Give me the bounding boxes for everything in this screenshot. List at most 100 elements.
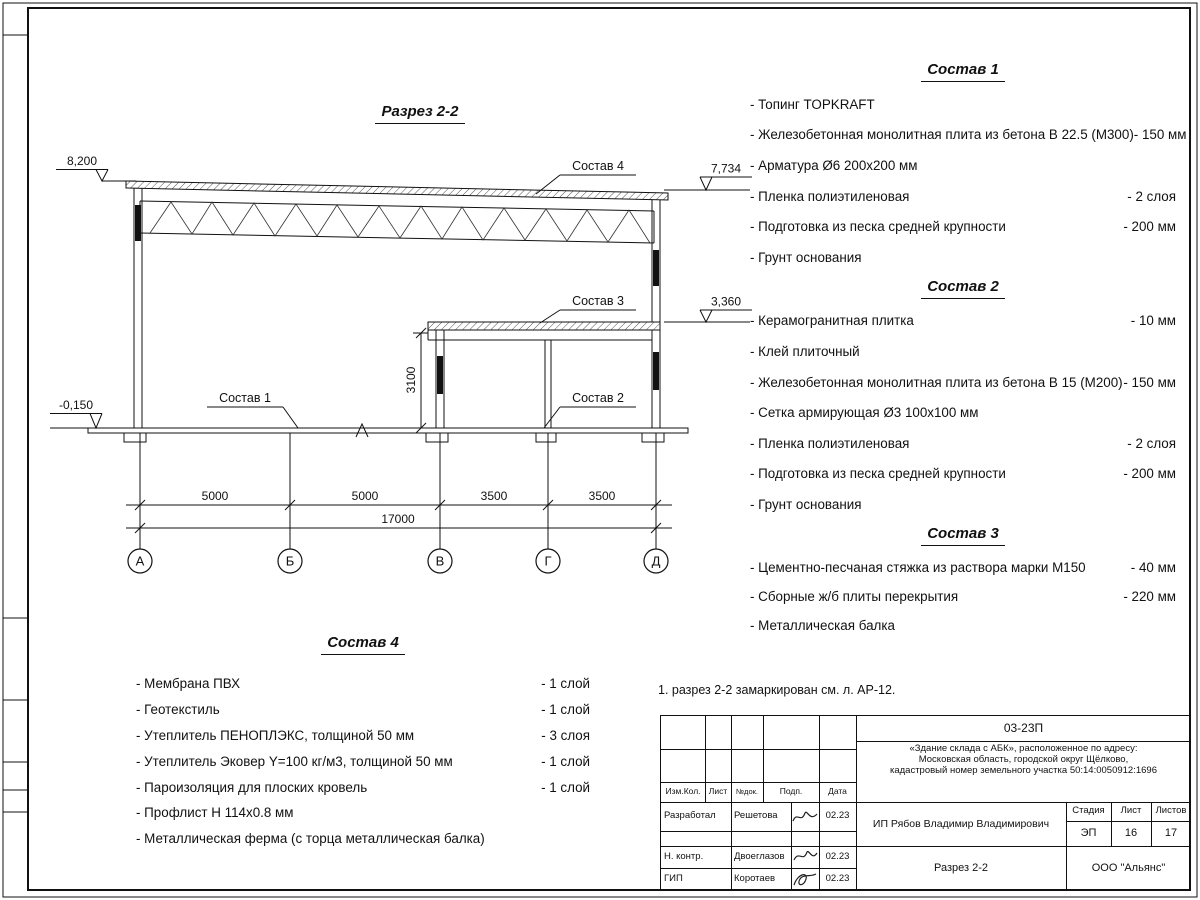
mezzanine-slab (427, 321, 661, 341)
callout-sostav2: Состав 2 (543, 391, 636, 429)
callout-sostav4: Состав 4 (535, 159, 636, 195)
dimension-value: 5000 (352, 489, 379, 503)
composition-panel: Состав 1 - Топинг TOPKRAFT - Железобетон… (750, 56, 1186, 640)
signature-gip (791, 868, 819, 891)
customer-name: ИП Рябов Владимир Владимирович (872, 817, 1050, 830)
list-item: - Топинг TOPKRAFT (750, 89, 1176, 120)
list-item: - Утеплитель Эковер Y=100 кг/м3, толщино… (136, 748, 590, 774)
item-label: - Цементно-песчаная стяжка из раствора м… (750, 559, 1086, 575)
elevation-mark-8200: 8,200 (56, 154, 136, 183)
list-item: - Пароизоляция для плоских кровель- 1 сл… (136, 774, 590, 800)
steel-column-mark (437, 356, 443, 394)
list-item: - Сборные ж/б плиты перекрытия- 220 мм (750, 582, 1176, 611)
name-razrabotal: Решетова (734, 810, 778, 822)
dimension-value: 3500 (481, 489, 508, 503)
callout-label: Состав 1 (219, 391, 271, 405)
item-label: - Утеплитель ПЕНОПЛЭКС, толщиной 50 мм (136, 727, 415, 743)
composition4-block: Состав 4 - Мембрана ПВХ- 1 слой - Геотек… (136, 634, 590, 852)
item-value: - 200 мм (1123, 219, 1176, 235)
axis-label: Г (544, 554, 551, 569)
comp2-heading: Состав 2 (750, 278, 1176, 299)
list-item: - Геотекстиль- 1 слой (136, 697, 590, 723)
list-item: - Железобетонная монолитная плита из бет… (750, 367, 1176, 398)
list-item: - Утеплитель ПЕНОПЛЭКС, толщиной 50 мм- … (136, 723, 590, 749)
object-line-2: Московская область, городской округ Щёлк… (918, 753, 1129, 765)
comp1-list: - Топинг TOPKRAFT - Железобетонная монол… (750, 89, 1186, 273)
callout-sostav1: Состав 1 (207, 391, 299, 429)
col-header-podp: Подп. (779, 786, 803, 797)
item-value: - 40 мм (1130, 559, 1176, 575)
dimensions: 5000 5000 3500 3500 17000 3100 (126, 327, 672, 549)
composition-callouts: Состав 4 Состав 3 Состав 2 Состав 1 (207, 159, 636, 429)
item-label: - Металлическая балка (750, 617, 895, 633)
elevation-mark-7734: 7,734 (664, 162, 752, 192)
comp1-heading: Состав 1 (750, 61, 1176, 82)
item-label: - Топинг TOPKRAFT (750, 96, 875, 112)
sheet-label: Лист (1120, 805, 1142, 817)
role-razrabotal: Разработал (664, 810, 716, 822)
elevation-value: 7,734 (711, 162, 741, 176)
item-label: - Сборные ж/б плиты перекрытия (750, 588, 959, 604)
organization-name: ООО "Альянс" (1091, 862, 1166, 875)
axis-bubbles: А Б В Г Д (127, 548, 669, 574)
comp3-list: - Цементно-песчаная стяжка из раствора м… (750, 553, 1176, 640)
object-line-1: «Здание склада с АБК», расположенное по … (909, 743, 1138, 754)
elevation-mark-3360: 3,360 (664, 295, 752, 324)
item-label: - Железобетонная монолитная плита из бет… (750, 374, 1123, 390)
item-value: - 1 слой (541, 779, 590, 795)
list-item: - Железобетонная монолитная плита из бет… (750, 120, 1186, 151)
comp4-heading: Состав 4 (136, 634, 590, 655)
role-nkontr: Н. контр. (664, 850, 704, 862)
elevation-value: -0,150 (59, 398, 93, 412)
roof-slab (125, 180, 669, 201)
signature-nkontr (791, 846, 819, 868)
col-header-izm: Изм.Кол. (665, 786, 701, 797)
list-item: - Пленка полиэтиленовая- 2 слоя (750, 181, 1176, 212)
axis-label: Б (286, 554, 295, 569)
roof-truss (139, 200, 655, 244)
sheet-note: 1. разрез 2-2 замаркирован см. л. АР-12. (658, 683, 896, 697)
date-nkontr: 02.23 (825, 850, 850, 862)
item-label: - Керамогранитная плитка (750, 313, 914, 329)
steel-column-mark (653, 352, 659, 390)
axis-label: Д (652, 554, 661, 569)
callout-label: Состав 4 (572, 159, 624, 173)
item-label: - Утеплитель Эковер Y=100 кг/м3, толщино… (136, 753, 453, 769)
dimension-value: 17000 (381, 512, 415, 526)
object-description: «Здание склада с АБК», расположенное по … (856, 741, 1191, 802)
item-label: - Арматура Ø6 200х200 мм (750, 157, 918, 173)
callout-label: Состав 3 (572, 294, 624, 308)
signature-razrabotal (791, 802, 819, 831)
item-label: - Пленка полиэтиленовая (750, 188, 910, 204)
list-item: - Профлист Н 114х0.8 мм (136, 800, 590, 826)
item-label: - Пленка полиэтиленовая (750, 435, 910, 451)
list-item: - Подготовка из песка средней крупности-… (750, 459, 1176, 490)
steel-column-mark (135, 205, 141, 241)
list-item: - Грунт основания (750, 489, 1176, 520)
list-item: - Сетка армирующая Ø3 100х100 мм (750, 397, 1176, 428)
list-item: - Арматура Ø6 200х200 мм (750, 150, 1176, 181)
list-item: - Металлическая балка (750, 611, 1176, 640)
title-block: Изм.Кол. Лист №док. Подп. Дата Разработа… (660, 715, 1191, 891)
drawing-title-text: Разрез 2-2 (375, 103, 465, 124)
name-nkontr: Двоеглазов (734, 850, 785, 862)
floor-slab (87, 422, 689, 443)
doc-code: 03-23П (1003, 720, 1044, 735)
callout-label: Состав 2 (572, 391, 624, 405)
drawing-title: Разрез 2-2 (340, 103, 500, 124)
building-section (87, 180, 689, 443)
columns (133, 188, 661, 430)
list-item: - Металлическая ферма (с торца металличе… (136, 826, 590, 852)
col-header-ndoc: №док. (736, 786, 758, 796)
sheets-total: 17 (1164, 827, 1178, 840)
list-item: - Подготовка из песка средней крупности -… (750, 211, 1176, 242)
item-value: - 200 мм (1123, 466, 1176, 482)
item-label: - Геотекстиль (136, 702, 220, 718)
list-item: - Мембрана ПВХ- 1 слой (136, 671, 590, 697)
role-gip: ГИП (664, 873, 683, 885)
item-value: - 1 слой (541, 676, 590, 692)
item-label: - Подготовка из песка средней крупности (750, 219, 1006, 235)
